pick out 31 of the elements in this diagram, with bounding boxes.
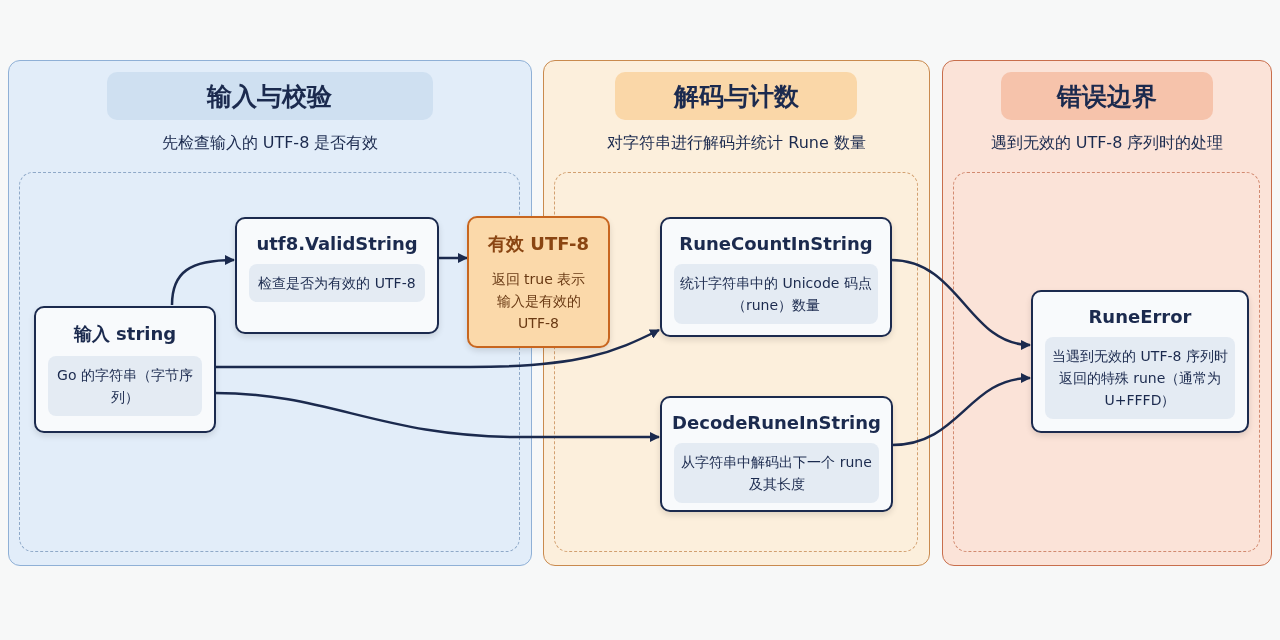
arrow <box>215 328 660 369</box>
box-title: utf8.ValidString <box>256 233 418 254</box>
section-title: 错误边界 <box>1000 72 1213 120</box>
description-panel: 检查是否为有效的 UTF-8 <box>249 264 425 302</box>
section-panel <box>942 60 1272 566</box>
description-panel: 统计字符串中的 Unicode 码点（rune）数量 <box>674 264 878 324</box>
arrow <box>891 373 1031 447</box>
function-box <box>660 217 892 337</box>
box-title: DecodeRuneInString <box>672 412 881 433</box>
result-box <box>467 216 610 348</box>
section-subtitle: 遇到无效的 UTF-8 序列时的处理 <box>990 133 1224 152</box>
function-box <box>235 217 439 334</box>
arrow <box>170 255 235 306</box>
function-box <box>34 306 216 433</box>
arrow <box>890 258 1031 349</box>
box-title: RuneCountInString <box>679 233 873 254</box>
description-panel: Go 的字符串（字节序列） <box>48 356 202 416</box>
arrow <box>214 391 660 442</box>
section-subtitle: 先检查输入的 UTF-8 是否有效 <box>161 133 379 152</box>
box-title: 输入 string <box>73 322 177 346</box>
section-title: 解码与计数 <box>615 72 857 120</box>
function-box <box>660 396 893 512</box>
box-description: 返回 true 表示输入是有效的 UTF-8 <box>490 270 587 333</box>
function-box <box>1031 290 1249 433</box>
box-title: 有效 UTF-8 <box>488 232 589 256</box>
section-subtitle: 对字符串进行解码并统计 Rune 数量 <box>607 133 866 152</box>
box-title: RuneError <box>1088 306 1192 327</box>
description-panel: 当遇到无效的 UTF-8 序列时返回的特殊 rune（通常为 U+FFFD） <box>1045 337 1235 419</box>
arrow <box>438 253 468 263</box>
section-title: 输入与校验 <box>106 72 433 120</box>
description-panel: 从字符串中解码出下一个 rune 及其长度 <box>674 443 879 503</box>
